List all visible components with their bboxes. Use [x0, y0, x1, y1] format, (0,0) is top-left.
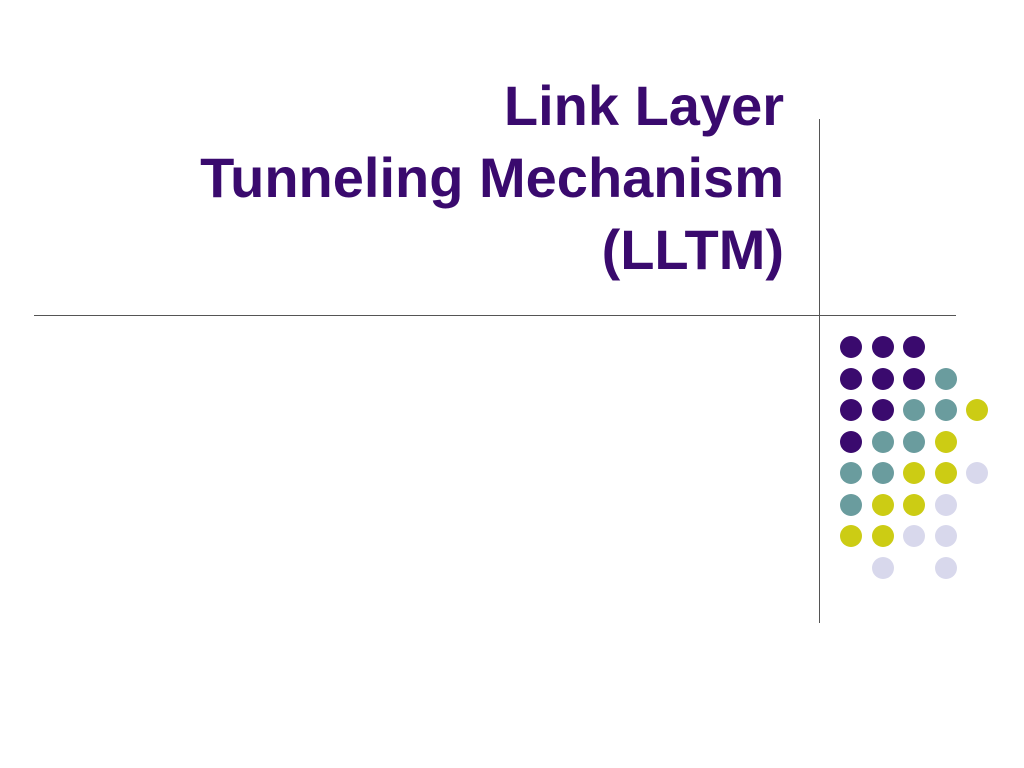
- decorative-dot-lavender: [966, 462, 988, 484]
- decorative-dot-teal: [840, 493, 862, 516]
- decorative-dot-yellow: [840, 525, 862, 547]
- decorative-dot-teal: [871, 462, 894, 484]
- decorative-dot-purple: [840, 336, 862, 358]
- decorative-dot-teal: [903, 399, 925, 421]
- decorative-dot-yellow: [871, 493, 894, 516]
- decorative-dot-purple: [903, 336, 925, 358]
- decorative-dot-teal: [934, 399, 957, 421]
- decorative-dot-purple: [840, 367, 862, 390]
- decorative-dot-yellow: [966, 399, 988, 421]
- decorative-dot-yellow: [871, 525, 894, 547]
- title-line-1: Link Layer: [503, 74, 784, 137]
- decorative-dot-lavender: [934, 493, 957, 516]
- decorative-dot-teal: [934, 367, 957, 390]
- vertical-rule: [819, 119, 820, 623]
- decorative-dot-purple: [840, 399, 862, 421]
- decorative-dot-yellow: [934, 430, 957, 453]
- decorative-dot-yellow: [903, 493, 925, 516]
- decorative-dot-purple: [840, 430, 862, 453]
- decorative-dot-teal: [840, 462, 862, 484]
- decorative-dot-teal: [871, 430, 894, 453]
- decorative-dot-purple: [871, 367, 894, 390]
- decorative-dot-purple: [903, 367, 925, 390]
- decorative-dot-purple: [871, 399, 894, 421]
- decorative-dot-lavender: [934, 556, 957, 579]
- slide-title: Link Layer Tunneling Mechanism (LLTM): [24, 70, 784, 286]
- horizontal-rule: [34, 315, 956, 316]
- decorative-dot-yellow: [934, 462, 957, 484]
- title-line-3: (LLTM): [601, 218, 784, 281]
- decorative-dot-yellow: [903, 462, 925, 484]
- decorative-dot-lavender: [903, 525, 925, 547]
- decorative-dot-teal: [903, 430, 925, 453]
- decorative-dot-lavender: [871, 556, 894, 579]
- decorative-dot-purple: [871, 336, 894, 358]
- title-line-2: Tunneling Mechanism: [200, 146, 784, 209]
- decorative-dot-lavender: [934, 525, 957, 547]
